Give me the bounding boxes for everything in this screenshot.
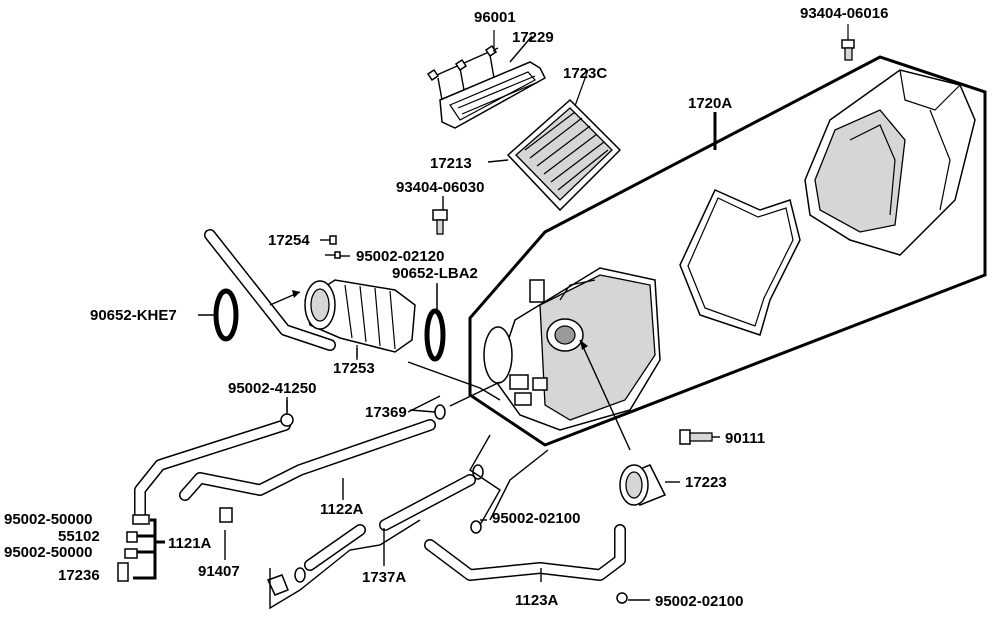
label-1720A: 1720A — [688, 95, 732, 112]
part-90111-bolt — [679, 429, 713, 445]
label-90652-KHE7: 90652-KHE7 — [90, 307, 177, 324]
label-17229: 17229 — [512, 29, 554, 46]
part-1723C-filter — [506, 69, 622, 212]
label-96001: 96001 — [474, 9, 516, 26]
part-95002-02100-clamp-a — [470, 520, 482, 534]
label-55102: 55102 — [58, 528, 100, 545]
label-95002-41250: 95002-41250 — [228, 380, 316, 397]
part-91407-fitting — [219, 507, 233, 523]
part-17253-boot — [304, 279, 416, 360]
label-93404-06030: 93404-06030 — [396, 179, 484, 196]
label-90111: 90111 — [725, 430, 765, 447]
part-55102 — [126, 531, 138, 543]
part-1737A-hose-lower — [305, 525, 365, 570]
label-1122A: 1122A — [320, 501, 364, 518]
part-17229-grille — [439, 61, 546, 129]
label-1121A: 1121A — [168, 535, 212, 552]
label-93404-06016: 93404-06016 — [800, 5, 888, 22]
part-1737A-hose-upper — [380, 475, 475, 530]
label-17213: 17213 — [430, 155, 472, 172]
part-1122A-hose — [180, 420, 435, 500]
label-17253: 17253 — [333, 360, 375, 377]
label-1123A: 1123A — [515, 592, 559, 609]
part-gasket — [679, 189, 801, 336]
leader-lines — [133, 35, 720, 610]
part-airbox-cover — [804, 69, 976, 256]
label-90652-LBA2: 90652-LBA2 — [392, 265, 478, 282]
label-95002-02120: 95002-02120 — [356, 248, 444, 265]
label-17236: 17236 — [58, 567, 100, 584]
part-95002-50000-b — [124, 548, 138, 559]
label-95002-02100-a: 95002-02100 — [492, 510, 580, 527]
label-95002-02100-b: 95002-02100 — [655, 593, 743, 610]
part-95002-02100-clamp-b — [616, 592, 628, 604]
label-95002-50000-b: 95002-50000 — [4, 544, 92, 561]
assembly-outline-1720A — [468, 55, 987, 447]
callout-labels: 96001 17229 93404-06016 1723C 1720A 1721… — [4, 5, 888, 610]
part-1121A-hose — [135, 420, 290, 520]
part-17369-clamp — [434, 404, 446, 420]
part-17236 — [117, 562, 129, 582]
label-17223: 17223 — [685, 474, 727, 491]
part-90652-KHE7-clamp — [213, 288, 239, 342]
part-95002-50000-a — [132, 514, 150, 525]
part-17223-sleeve — [619, 464, 667, 506]
part-93404-06030-bolt — [432, 209, 448, 235]
label-91407: 91407 — [198, 563, 240, 580]
part-90652-LBA2-clamp — [424, 285, 446, 362]
label-17254: 17254 — [268, 232, 310, 249]
label-95002-50000-a: 95002-50000 — [4, 511, 92, 528]
part-93404-06016-bolt — [841, 24, 855, 61]
part-96001-clips — [426, 30, 499, 101]
fitting-1737A-elbow — [266, 574, 289, 596]
part-17254-small — [320, 235, 341, 259]
label-17369: 17369 — [365, 404, 407, 421]
part-1123A-hose — [425, 525, 625, 580]
part-airbox-body — [483, 267, 661, 431]
clamp-1737A-bottom — [294, 567, 306, 583]
label-1723C: 1723C — [563, 65, 607, 82]
label-1737A: 1737A — [362, 569, 406, 586]
part-breather-hose — [205, 230, 335, 350]
